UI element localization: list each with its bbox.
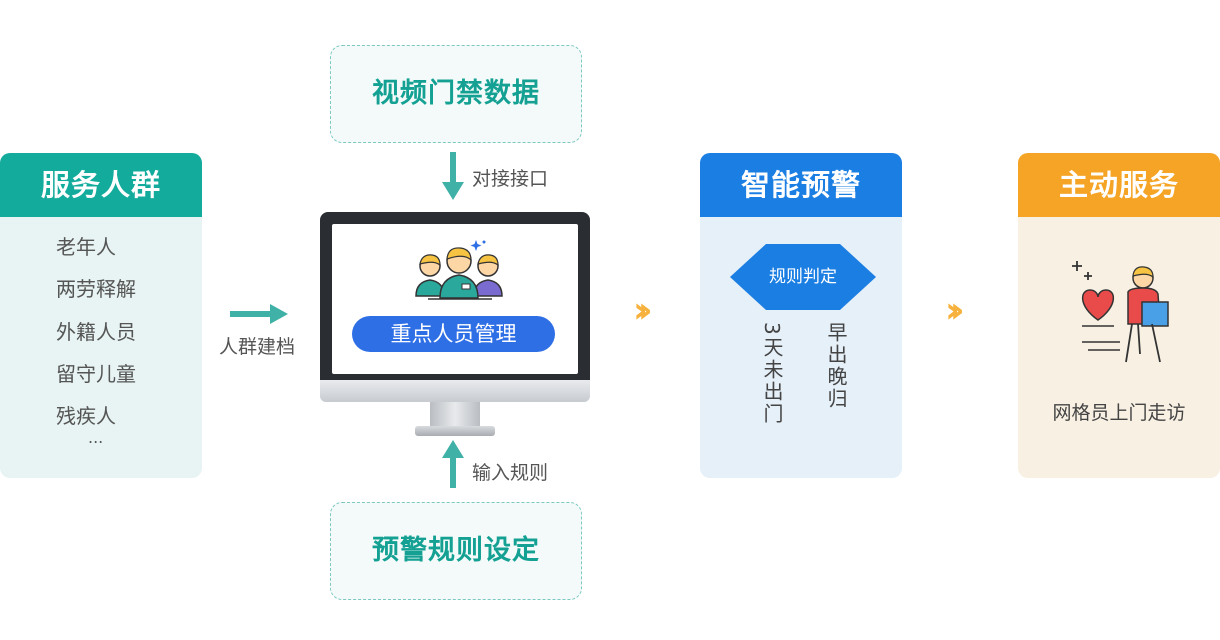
monitor-stand: [430, 402, 480, 428]
smart-warning-title: 智能预警: [700, 153, 902, 217]
up-arrow-icon: [442, 440, 464, 488]
monitor-base: [415, 426, 495, 436]
service-item: 留守儿童: [56, 362, 136, 386]
down-arrow-icon: [442, 152, 464, 200]
input-rules-label: 输入规则: [472, 462, 549, 484]
archive-label: 人群建档: [219, 336, 296, 358]
service-item: 两劳释解: [56, 277, 136, 301]
interface-label: 对接接口: [472, 168, 549, 190]
service-item: 外籍人员: [56, 320, 136, 344]
home-visit-icon: [1072, 261, 1169, 363]
rule-decision-label: 规则判定: [769, 267, 837, 287]
condition-3-days-no-exit: 3天未出门: [760, 322, 784, 425]
monitor-chin: [320, 380, 590, 402]
service-group-title: 服务人群: [0, 153, 202, 217]
rule-decision-diamond: [730, 244, 876, 310]
key-personnel-management-button[interactable]: 重点人员管理: [352, 316, 555, 352]
service-group-panel: 服务人群: [0, 153, 202, 478]
grid-worker-visit-caption: 网格员上门走访: [1052, 402, 1186, 424]
double-chevron-right-icon: ››: [633, 290, 652, 331]
service-item: 残疾人: [56, 404, 116, 428]
active-service-title: 主动服务: [1018, 153, 1220, 217]
video-access-data-box: 视频门禁数据: [330, 45, 582, 143]
warning-rule-setting-box: 预警规则设定: [330, 502, 582, 600]
service-item: 老年人: [56, 235, 116, 259]
double-chevron-right-icon: ››: [945, 290, 964, 331]
service-item-more: ...: [88, 428, 104, 447]
active-service-panel: 主动服务: [1018, 153, 1220, 478]
condition-early-out-late-return: 早出晚归: [824, 322, 848, 410]
smart-warning-panel: 智能预警: [700, 153, 902, 478]
right-arrow-icon: [230, 304, 288, 324]
people-group-icon: [415, 240, 503, 300]
